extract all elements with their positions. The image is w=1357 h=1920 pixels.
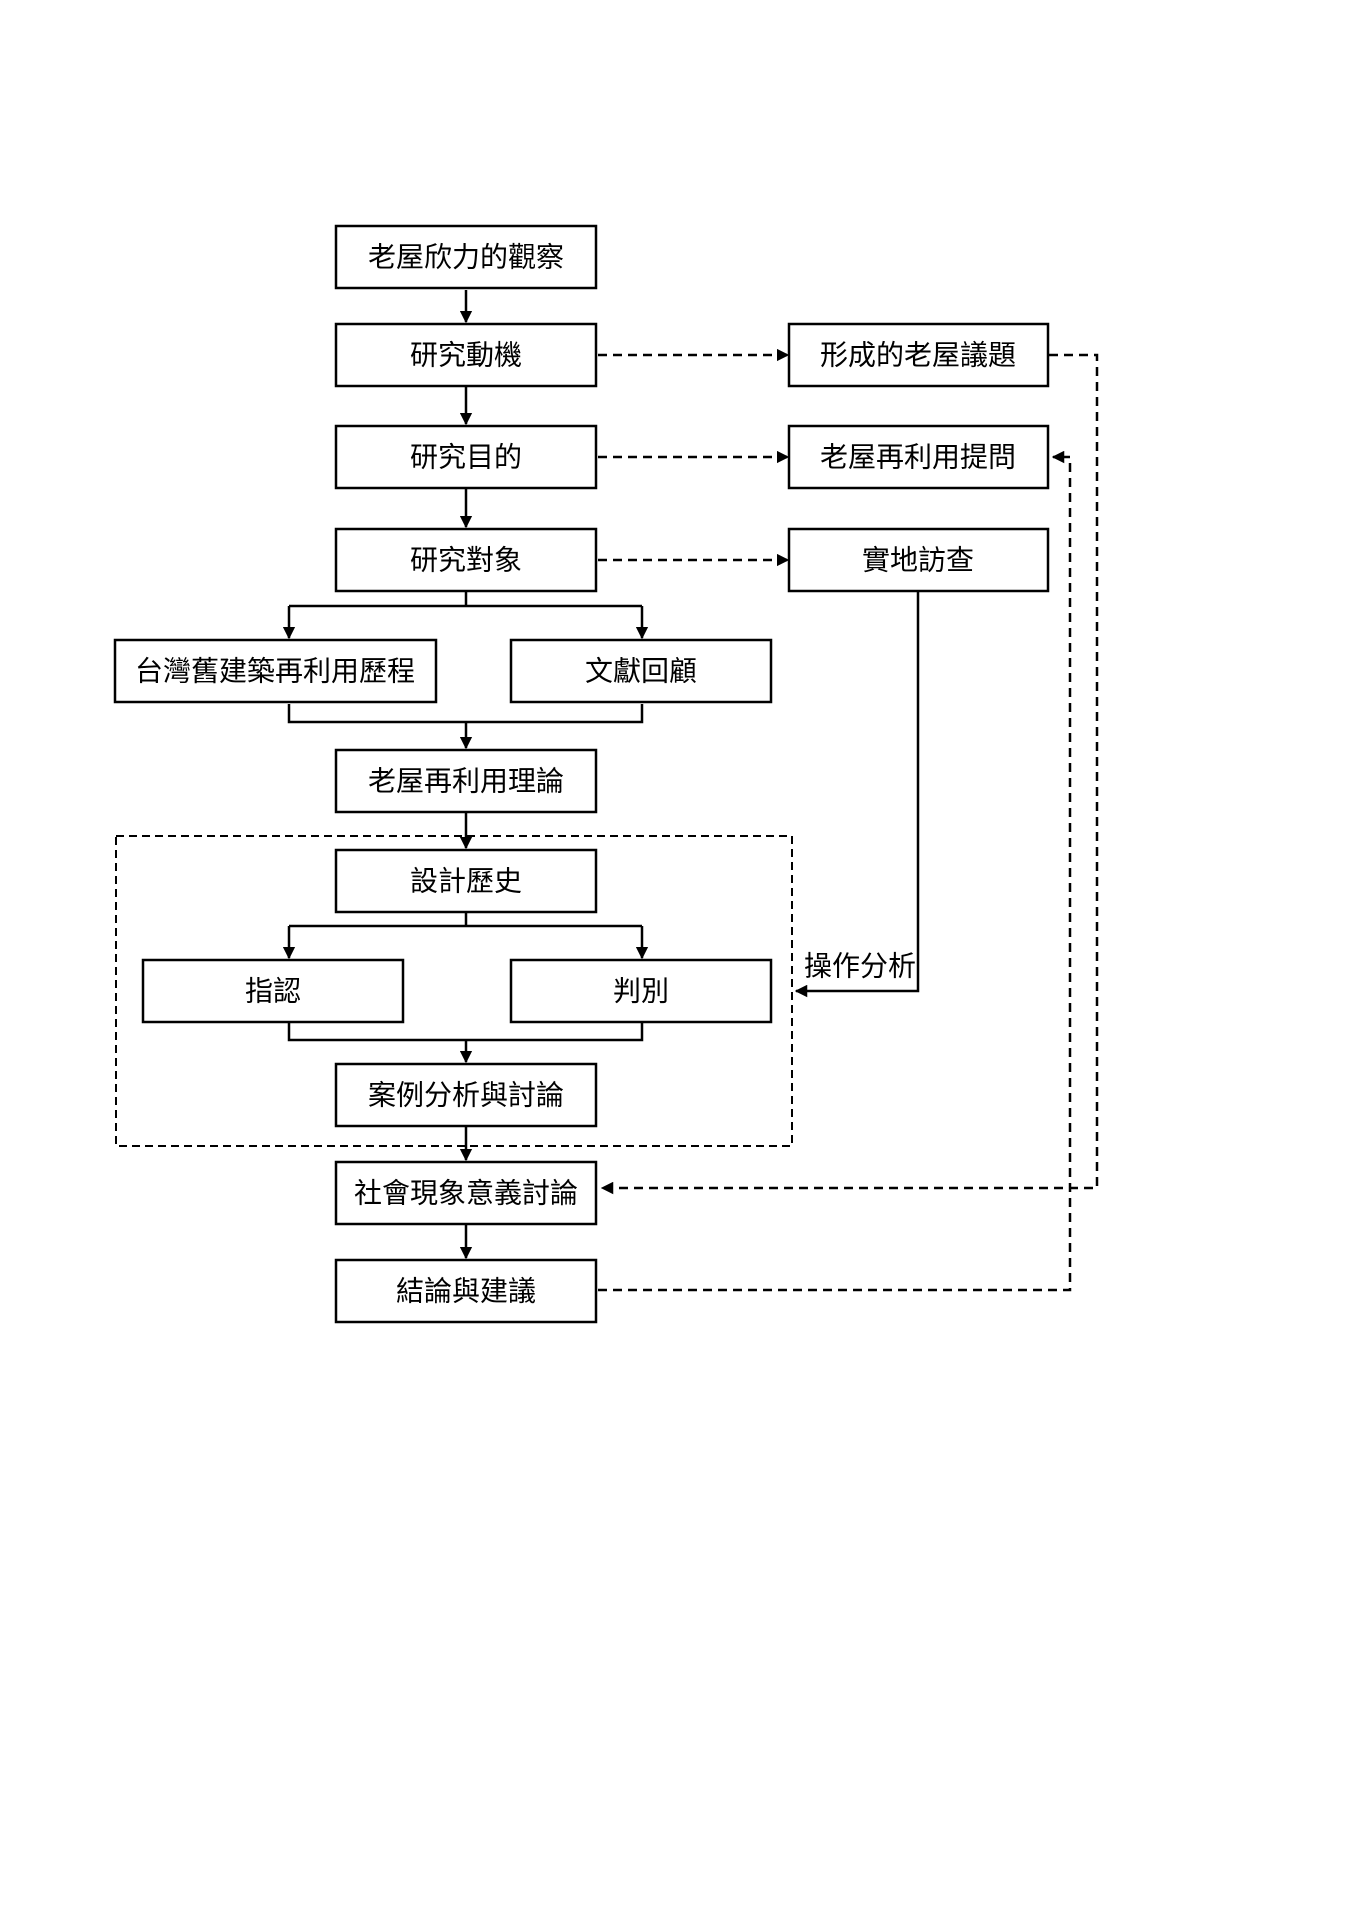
- node-motivation: 研究動機: [410, 339, 522, 372]
- node-issue-formed: 形成的老屋議題: [820, 339, 1016, 372]
- node-motivation-box: [334, 322, 598, 388]
- node-purpose: 研究目的: [410, 441, 522, 474]
- node-observation-box: [334, 224, 598, 290]
- node-literature: 文獻回顧: [585, 655, 697, 688]
- node-subject-box: [334, 527, 598, 593]
- analysis-group-box: [115, 835, 793, 1147]
- node-issue-formed-box: [787, 322, 1050, 388]
- node-observation: 老屋欣力的觀察: [368, 241, 564, 274]
- node-reuse-question-box: [787, 424, 1050, 490]
- node-design-history-box: [334, 848, 598, 914]
- node-identify: 指認: [245, 975, 301, 1008]
- node-field-survey-box: [787, 527, 1050, 593]
- edge-survey-operation: [794, 592, 920, 998]
- node-reuse-history: 台灣舊建築再利用歷程: [135, 655, 415, 688]
- node-social-meaning-box: [334, 1160, 598, 1226]
- node-judge-box: [509, 958, 773, 1024]
- node-identify-box: [141, 958, 405, 1024]
- edge-issue-social: [600, 353, 1099, 1195]
- node-conclusion-box: [334, 1258, 598, 1324]
- node-purpose-box: [334, 424, 598, 490]
- node-case-analysis: 案例分析與討論: [368, 1079, 564, 1112]
- edge-conclusion-question: [598, 450, 1072, 1292]
- node-literature-box: [509, 638, 773, 704]
- node-field-survey: 實地訪查: [862, 544, 974, 577]
- edge-design-split: [289, 913, 642, 928]
- node-conclusion: 結論與建議: [396, 1275, 536, 1308]
- node-reuse-history-box: [113, 638, 438, 704]
- node-reuse-question: 老屋再利用提問: [820, 441, 1016, 474]
- node-judge: 判別: [613, 975, 669, 1008]
- node-social-meaning: 社會現象意義討論: [354, 1177, 578, 1210]
- node-case-analysis-box: [334, 1062, 598, 1128]
- node-theory-box: [334, 748, 598, 814]
- edge-subject-split: [289, 592, 642, 608]
- edge-merge-to-theory: [287, 704, 644, 724]
- edge-merge-to-case: [287, 1023, 644, 1042]
- edge-label-operation-analysis: 操作分析: [804, 950, 916, 983]
- node-subject: 研究對象: [410, 544, 522, 577]
- node-theory: 老屋再利用理論: [368, 765, 564, 798]
- node-design-history: 設計歷史: [410, 865, 522, 898]
